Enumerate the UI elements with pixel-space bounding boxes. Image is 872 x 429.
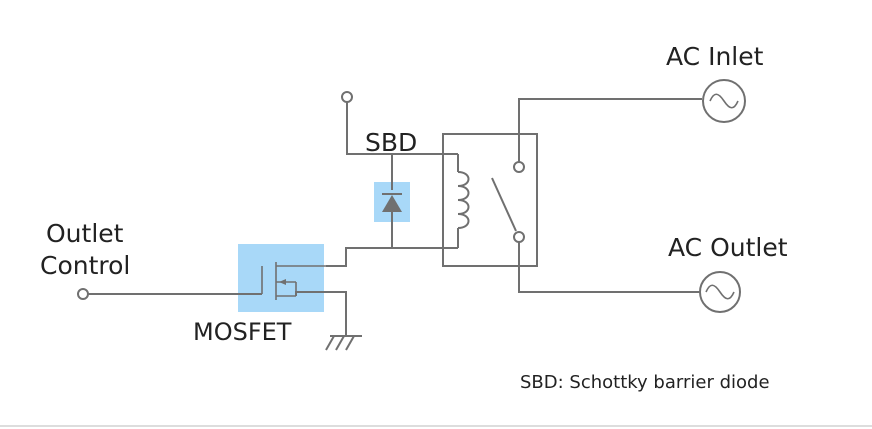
- ac-outlet-source-icon: [699, 271, 741, 313]
- sbd-label: SBD: [365, 128, 417, 157]
- ac-inlet-source-icon: [702, 79, 746, 123]
- outlet-control-label-line2: Control: [40, 251, 130, 280]
- outlet-control-label-line1: Outlet: [46, 219, 124, 248]
- supply-terminal: [341, 91, 353, 103]
- schottky-diode-icon: [382, 193, 402, 212]
- ac-outlet-label: AC Outlet: [668, 233, 788, 262]
- inlet-wire: [518, 98, 702, 162]
- mosfet-highlight: [238, 244, 324, 312]
- relay-coil-icon: [457, 154, 470, 248]
- mosfet-label: MOSFET: [193, 318, 292, 346]
- ac-inlet-label: AC Inlet: [666, 42, 764, 71]
- outlet-control-terminal: [77, 288, 89, 300]
- relay-box: [442, 133, 538, 267]
- supply-wire: [346, 102, 458, 155]
- drain-wire: [326, 247, 458, 267]
- outlet-wire: [518, 242, 700, 293]
- sbd-note: SBD: Schottky barrier diode: [520, 372, 770, 393]
- source-wire: [295, 291, 347, 336]
- relay-switch-icon: [491, 161, 525, 243]
- ground-icon: [325, 335, 362, 351]
- mosfet-icon: [261, 262, 326, 300]
